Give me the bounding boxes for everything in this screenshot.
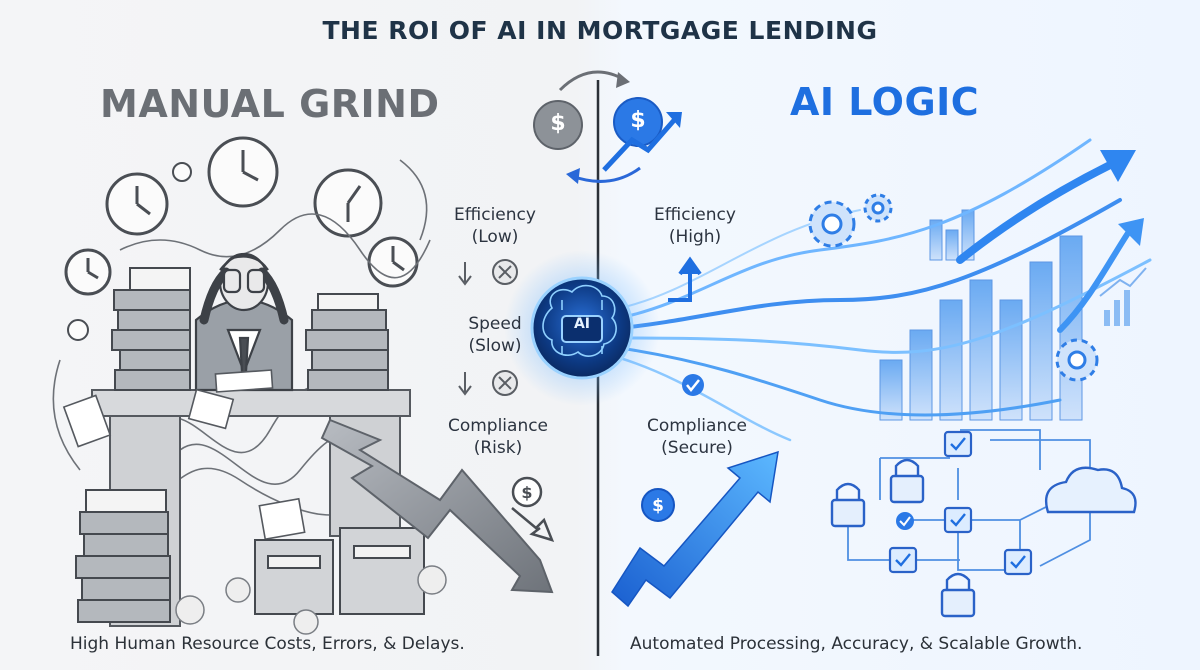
svg-text:$: $: [652, 496, 664, 516]
metric-value: (Risk): [473, 438, 523, 458]
binder-stack-floor: [75, 489, 171, 623]
data-flow-lines: [618, 138, 1152, 442]
ai-chip-label: AI: [573, 316, 591, 332]
document-papers: [62, 369, 306, 541]
svg-text:$: $: [521, 483, 532, 502]
binder-stack-left: [111, 267, 191, 391]
trend-arrow-top: [956, 150, 1144, 333]
left-metric-speed: Speed (Slow): [445, 314, 545, 356]
up-arrow-icon: [668, 256, 702, 302]
metric-value: (Low): [471, 227, 519, 247]
dollar-right-glyph: $: [630, 108, 646, 133]
metric-value: (Slow): [468, 336, 522, 356]
left-metric-compliance: Compliance (Risk): [436, 416, 560, 458]
page-title: THE ROI OF AI IN MORTGAGE LENDING: [322, 16, 878, 45]
file-boxes: [254, 527, 425, 615]
mini-chart-icon: [1099, 267, 1147, 326]
downtrend-arrow: [320, 418, 554, 594]
gear-icon: [808, 193, 1099, 382]
dollar-up-icon: $: [641, 488, 675, 522]
metric-value: (High): [668, 227, 722, 247]
right-caption: Automated Processing, Accuracy, & Scalab…: [630, 634, 1083, 654]
uptrend-arrow: [611, 450, 779, 608]
metric-value: (Secure): [661, 438, 733, 458]
left-heading: MANUAL GRIND: [100, 82, 440, 126]
metric-label: Compliance: [646, 416, 748, 436]
right-heading: AI LOGIC: [790, 80, 980, 124]
left-metric-efficiency: Efficiency (Low): [440, 205, 550, 247]
ai-chip: [504, 250, 660, 406]
right-metric-compliance: Compliance (Secure): [632, 416, 762, 458]
dollar-left-glyph: $: [550, 111, 566, 136]
checkbox-icon: [888, 430, 1033, 576]
crumpled-paper: [175, 565, 447, 635]
stressed-worker: [194, 252, 294, 392]
x-mark-icon: [492, 259, 518, 396]
metric-label: Efficiency: [654, 205, 736, 225]
lock-icon: [830, 458, 1094, 618]
cloud-lock-icon: [1044, 466, 1137, 514]
left-caption: High Human Resource Costs, Errors, & Del…: [70, 634, 465, 654]
secure-network: [847, 429, 1091, 571]
binder-stack-right: [305, 293, 389, 391]
checkmark-icon: [682, 374, 704, 396]
exchange-icon: [533, 70, 682, 184]
down-arrow-icon: [458, 262, 472, 396]
metric-label: Efficiency: [454, 205, 536, 225]
metric-label: Speed: [468, 314, 522, 334]
right-metric-efficiency: Efficiency (High): [640, 205, 750, 247]
metric-label: Compliance: [447, 416, 549, 436]
dollar-down-icon: $: [511, 476, 555, 542]
